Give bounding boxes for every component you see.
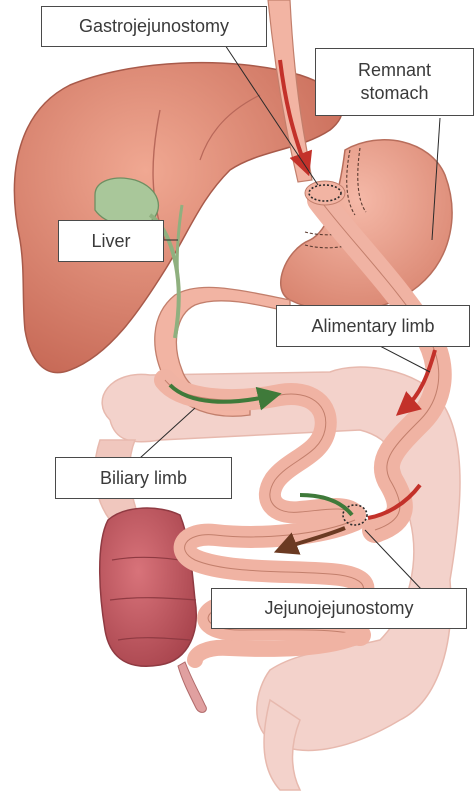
label-gastrojejunostomy: Gastrojejunostomy — [41, 6, 267, 47]
label-remnant-stomach: Remnant stomach — [315, 48, 474, 116]
gastrojejunostomy-anastomosis — [305, 181, 345, 205]
label-alimentary-limb: Alimentary limb — [276, 305, 470, 347]
label-biliary-limb: Biliary limb — [55, 457, 232, 499]
label-jejunojejunostomy: Jejunojejunostomy — [211, 588, 467, 629]
label-liver: Liver — [58, 220, 164, 262]
